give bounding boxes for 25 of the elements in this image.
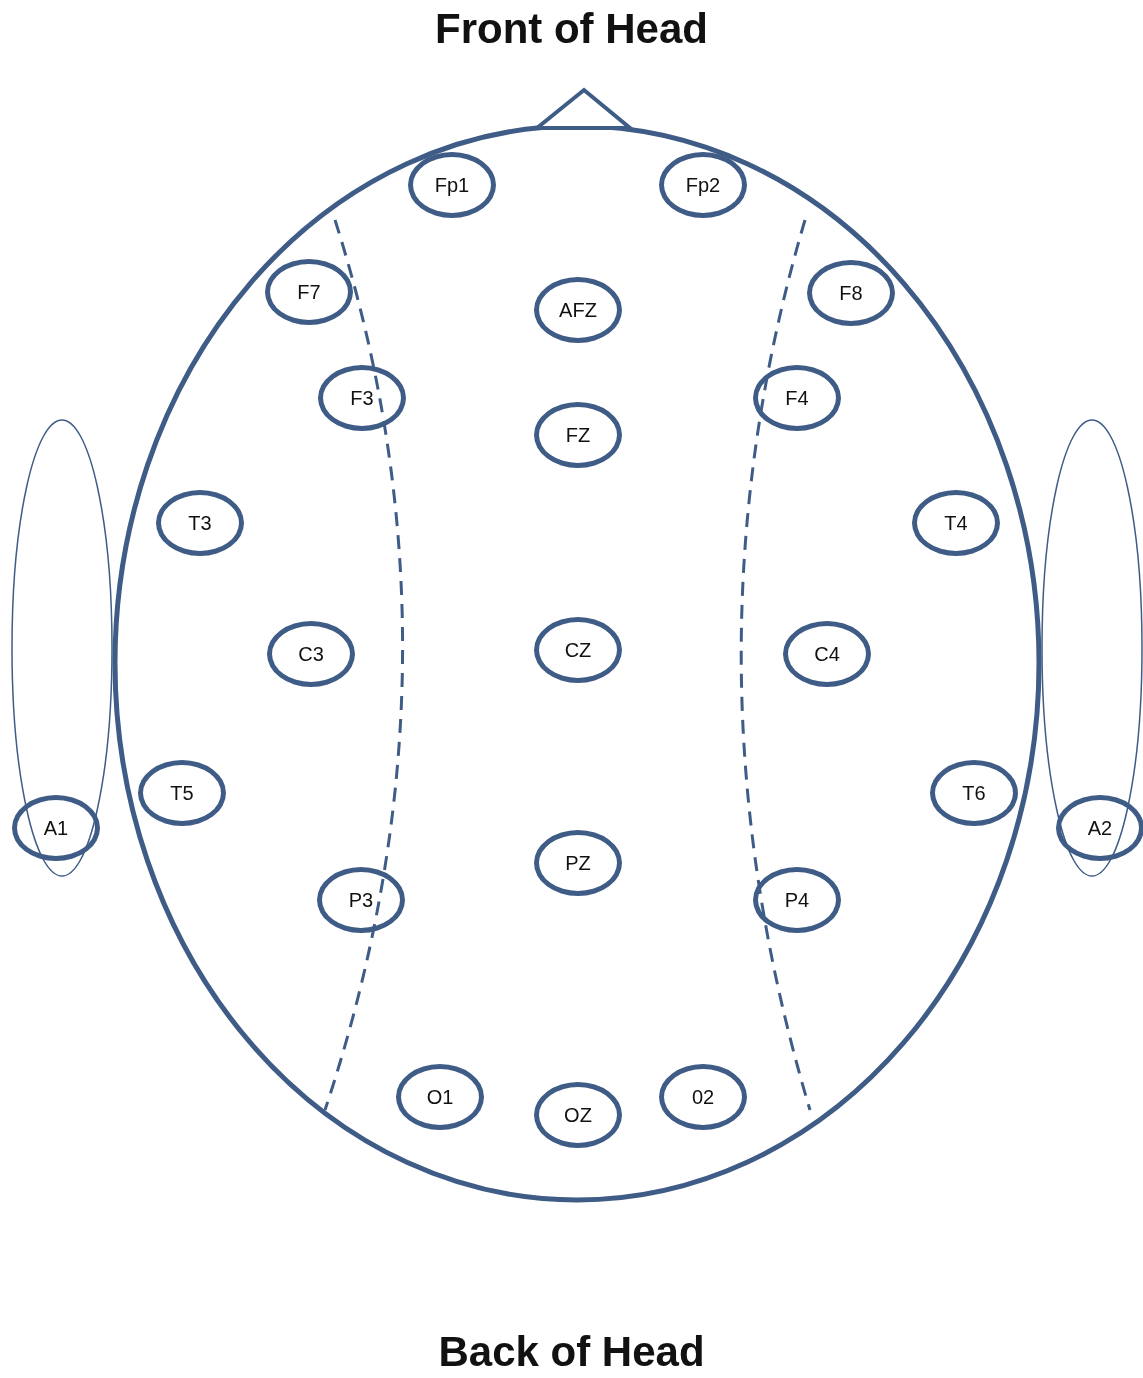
electrode-circle: T5	[138, 760, 226, 826]
electrode-circle: C4	[783, 621, 871, 687]
title: Front of Head	[435, 5, 708, 53]
electrode-circle: A2	[1056, 795, 1143, 861]
caption: Back of Head	[438, 1328, 705, 1376]
electrode-circle: OZ	[534, 1082, 622, 1148]
electrode-circle: Fp1	[408, 152, 496, 218]
electrode-circle: AFZ	[534, 277, 622, 343]
electrode-circle: F3	[318, 365, 406, 431]
electrode-circle: F4	[753, 365, 841, 431]
electrode-circle: A1	[12, 795, 100, 861]
electrode-circle: T4	[912, 490, 1000, 556]
electrode-circle: CZ	[534, 617, 622, 683]
electrode-circle: 02	[659, 1064, 747, 1130]
electrode-circle: PZ	[534, 830, 622, 896]
electrode-circle: F7	[265, 259, 353, 325]
electrode-circle: Fp2	[659, 152, 747, 218]
electrode-circle: O1	[396, 1064, 484, 1130]
electrode-circle: P3	[317, 867, 405, 933]
electrode-circle: FZ	[534, 402, 622, 468]
electrode-circle: T6	[930, 760, 1018, 826]
electrode-circle: P4	[753, 867, 841, 933]
electrode-circle: F8	[807, 260, 895, 326]
electrode-circle: T3	[156, 490, 244, 556]
electrode-circle: C3	[267, 621, 355, 687]
